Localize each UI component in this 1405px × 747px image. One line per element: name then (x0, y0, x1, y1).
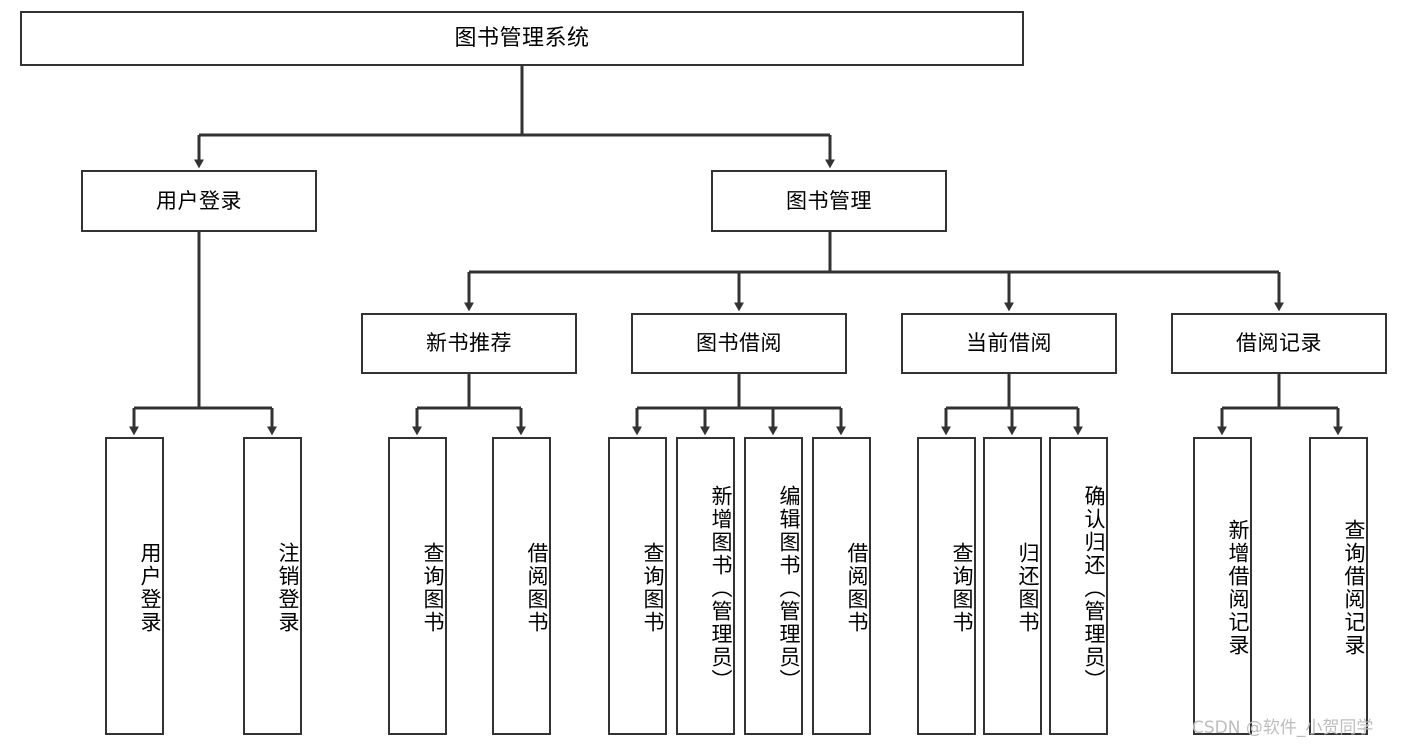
node-leaf-add-book[interactable]: 新增图书（管理员） (676, 437, 735, 735)
node-new-book-recommend-label: 新书推荐 (426, 331, 512, 356)
node-leaf-borrow-book-1[interactable]: 借阅图书 (492, 437, 551, 735)
node-leaf-query-book-2[interactable]: 查询图书 (608, 437, 667, 735)
node-leaf-add-record[interactable]: 新增借阅记录 (1193, 437, 1252, 735)
node-user-login-label: 用户登录 (156, 188, 242, 213)
node-leaf-borrow-book-1-label: 借阅图书 (525, 542, 549, 634)
node-leaf-query-book-3-label: 查询图书 (950, 542, 974, 634)
node-leaf-borrow-book-2-label: 借阅图书 (845, 542, 869, 634)
node-leaf-query-book-1[interactable]: 查询图书 (388, 437, 447, 735)
node-leaf-query-book-1-label: 查询图书 (421, 542, 445, 634)
node-leaf-user-login[interactable]: 用户登录 (105, 437, 164, 735)
csdn-watermark: CSDN @软件_小贺同学 (1192, 718, 1374, 738)
node-leaf-edit-book[interactable]: 编辑图书（管理员） (744, 437, 803, 735)
node-leaf-return-book-label: 归还图书 (1016, 542, 1040, 634)
node-leaf-confirm-return[interactable]: 确认归还（管理员） (1049, 437, 1108, 735)
node-new-book-recommend[interactable]: 新书推荐 (361, 313, 577, 374)
node-root-label: 图书管理系统 (454, 25, 590, 51)
node-leaf-query-record-label: 查询借阅记录 (1342, 519, 1366, 657)
node-leaf-query-record[interactable]: 查询借阅记录 (1309, 437, 1368, 735)
node-leaf-query-book-3[interactable]: 查询图书 (917, 437, 976, 735)
node-leaf-return-book[interactable]: 归还图书 (983, 437, 1042, 735)
node-borrow-record-label: 借阅记录 (1236, 331, 1322, 356)
node-current-borrow-label: 当前借阅 (966, 331, 1052, 356)
node-leaf-logout-label: 注销登录 (276, 542, 300, 634)
node-leaf-add-book-label: 新增图书（管理员） (709, 484, 733, 692)
node-user-login[interactable]: 用户登录 (81, 170, 317, 232)
node-borrow-record[interactable]: 借阅记录 (1171, 313, 1387, 374)
node-leaf-user-login-label: 用户登录 (138, 542, 162, 634)
node-leaf-edit-book-label: 编辑图书（管理员） (777, 484, 801, 692)
node-book-borrow[interactable]: 图书借阅 (631, 313, 847, 374)
node-book-manage[interactable]: 图书管理 (711, 170, 947, 232)
node-book-borrow-label: 图书借阅 (696, 331, 782, 356)
node-current-borrow[interactable]: 当前借阅 (901, 313, 1117, 374)
node-leaf-query-book-2-label: 查询图书 (641, 542, 665, 634)
node-leaf-add-record-label: 新增借阅记录 (1226, 519, 1250, 657)
node-leaf-logout[interactable]: 注销登录 (243, 437, 302, 735)
node-leaf-borrow-book-2[interactable]: 借阅图书 (812, 437, 871, 735)
node-root[interactable]: 图书管理系统 (20, 11, 1024, 66)
node-leaf-confirm-return-label: 确认归还（管理员） (1082, 484, 1106, 692)
node-book-manage-label: 图书管理 (786, 188, 872, 213)
